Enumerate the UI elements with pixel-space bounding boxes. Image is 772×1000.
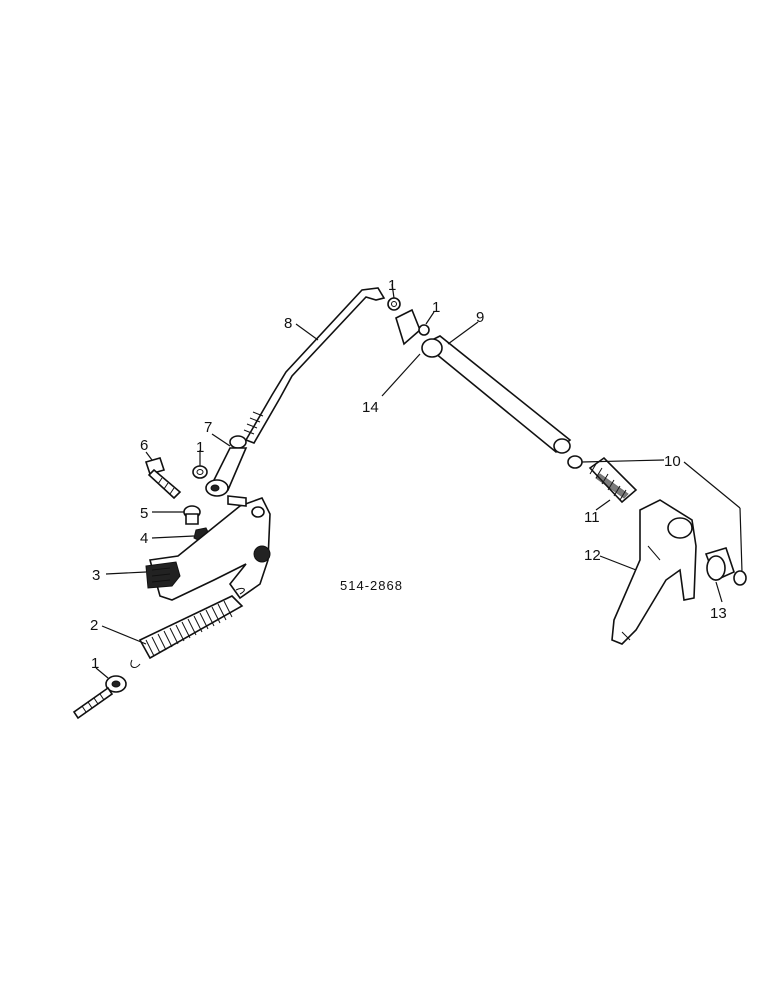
callout-9: 9 [476, 309, 484, 326]
callout-7: 7 [204, 419, 212, 436]
o-ring-part [567, 455, 583, 469]
callout-4: 4 [140, 530, 148, 547]
shaft-spring-part [588, 456, 638, 504]
reference-code: 514-2868 [340, 578, 403, 593]
callout-1: 1 [91, 655, 99, 672]
leader-lines [95, 283, 743, 679]
callout-12: 12 [584, 547, 601, 564]
washer-part [192, 465, 208, 479]
callout-8: 8 [284, 315, 292, 332]
callout-1: 1 [432, 299, 440, 316]
callout-1: 1 [196, 439, 204, 456]
rod-washer-part [387, 297, 401, 311]
callout-6: 6 [140, 437, 148, 454]
shift-rod-part [243, 287, 386, 444]
clevis-part [205, 435, 248, 497]
eye-bolt-part [72, 675, 127, 720]
spring-part [130, 587, 245, 668]
callout-1: 1 [388, 277, 396, 294]
o-ring-part [733, 570, 747, 586]
pedal-lever-part [145, 495, 271, 601]
shift-fork-part [611, 499, 697, 645]
bolt-part [144, 457, 182, 500]
shift-shaft-part [395, 308, 572, 454]
callout-10: 10 [664, 453, 681, 470]
collar-part [704, 547, 735, 582]
callout-3: 3 [92, 567, 100, 584]
callout-13: 13 [710, 605, 727, 622]
pin-part [183, 505, 201, 525]
callout-14: 14 [362, 399, 379, 416]
callout-2: 2 [90, 617, 98, 634]
callout-11: 11 [584, 509, 600, 526]
callout-5: 5 [140, 505, 148, 522]
